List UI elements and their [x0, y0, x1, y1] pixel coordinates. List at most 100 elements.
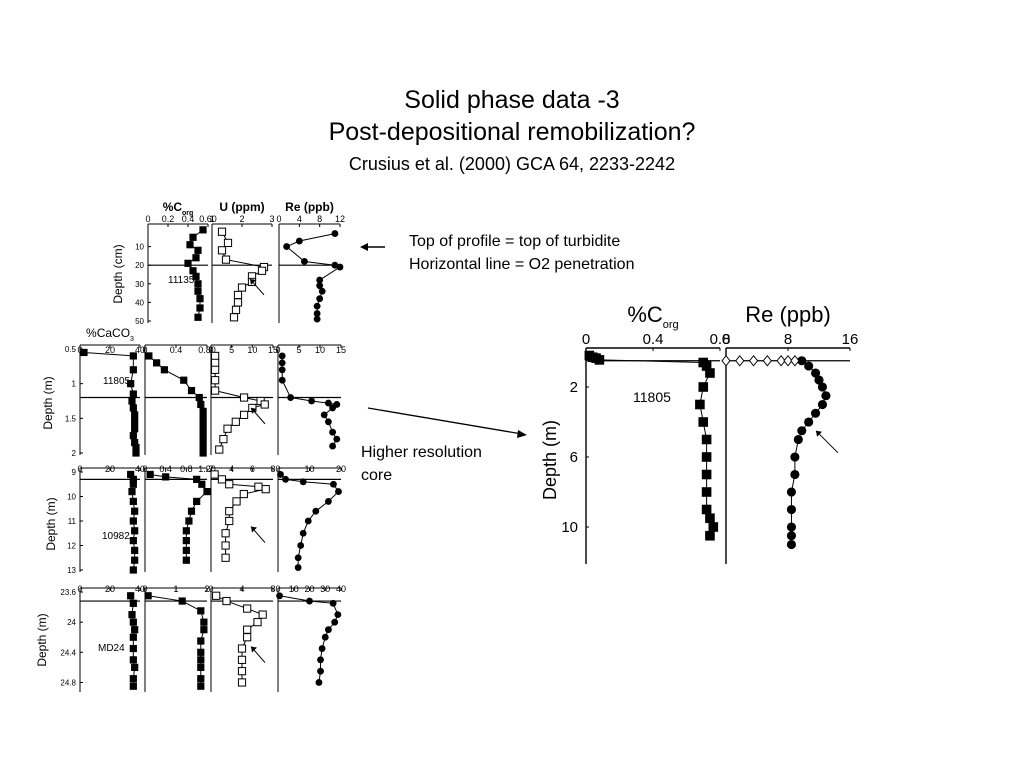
- profile-line: [148, 595, 205, 687]
- data-point: [313, 302, 321, 310]
- data-point: [182, 537, 190, 545]
- data-point: [129, 633, 137, 641]
- data-point: [294, 564, 302, 571]
- y-tick-label: 6: [570, 449, 578, 466]
- data-point: [317, 656, 324, 664]
- data-point: [790, 354, 800, 367]
- data-point: [324, 418, 332, 426]
- data-point: [129, 497, 137, 505]
- data-point: [762, 354, 772, 367]
- data-point: [701, 434, 712, 445]
- data-point: [178, 597, 186, 605]
- data-point: [257, 266, 267, 275]
- data-point: [313, 310, 321, 317]
- data-point: [200, 618, 208, 626]
- slide-subtitle: Post-depositional remobilization?: [328, 118, 696, 146]
- data-point: [698, 382, 709, 392]
- data-point: [145, 352, 153, 360]
- data-point: [260, 400, 269, 409]
- panel-header: Re (ppb): [285, 200, 334, 214]
- data-point: [153, 359, 161, 367]
- data-point: [217, 475, 227, 484]
- profile-line: [589, 355, 714, 536]
- panel-header: %CaCO3: [86, 326, 134, 343]
- data-point: [131, 546, 139, 554]
- x-tick-label: 0.2: [162, 214, 175, 224]
- data-point: [278, 376, 286, 384]
- core-label: 11805: [633, 389, 671, 405]
- profile-line: [285, 233, 342, 320]
- x-tick-label: 15: [268, 345, 278, 355]
- data-point: [231, 305, 241, 314]
- y-tick-label: 10: [135, 243, 144, 252]
- y-axis-label: Depth (cm): [111, 244, 125, 303]
- data-point: [211, 358, 220, 367]
- x-tick-label: 10: [315, 345, 325, 355]
- data-point: [196, 295, 204, 303]
- turbidite-note: Top of profile = top of turbidite Horizo…: [409, 230, 634, 276]
- data-point: [129, 675, 137, 683]
- profile-line: [148, 355, 204, 453]
- data-point: [237, 667, 247, 676]
- core-label: 11135: [168, 275, 195, 286]
- data-point: [219, 435, 228, 444]
- data-point: [195, 393, 203, 402]
- x-tick-label: 0.80: [198, 345, 216, 355]
- data-point: [197, 663, 205, 671]
- x-tick-label: 2: [239, 214, 244, 224]
- x-tick-label: 0: [77, 345, 82, 355]
- data-point: [705, 530, 715, 541]
- data-point: [199, 435, 207, 443]
- data-point: [197, 607, 205, 615]
- data-point: [295, 237, 303, 245]
- data-point: [797, 426, 807, 436]
- data-point: [814, 375, 824, 385]
- data-point: [695, 399, 705, 410]
- x-tick-label: 0.60: [199, 214, 217, 224]
- y-tick-label: 20: [135, 261, 144, 270]
- data-point: [297, 542, 305, 549]
- data-point: [243, 604, 252, 613]
- resolution-note: Higher resolution core: [361, 441, 482, 487]
- data-point: [129, 475, 137, 483]
- y-tick-label: 23.6: [60, 588, 76, 597]
- data-point: [184, 259, 192, 267]
- x-tick-label: 1: [209, 214, 214, 224]
- data-point: [215, 445, 224, 454]
- higher-resolution-arrow: [367, 407, 523, 435]
- y-axis-label: Depth (m): [44, 497, 58, 550]
- data-point: [129, 599, 137, 607]
- panel-header: Re (ppb): [745, 302, 831, 327]
- panel--c: 00.40.81.20: [142, 464, 216, 572]
- y-tick-label: 40: [135, 298, 144, 307]
- data-point: [199, 428, 207, 436]
- data-point: [748, 354, 759, 367]
- y-tick-label: 13: [67, 566, 76, 575]
- data-point: [698, 417, 709, 427]
- data-point: [315, 679, 323, 686]
- data-point: [324, 497, 332, 505]
- data-point: [146, 470, 154, 479]
- data-point: [225, 516, 234, 526]
- data-point: [261, 485, 270, 494]
- data-point: [203, 488, 211, 496]
- x-tick-label: 40: [135, 345, 145, 355]
- data-point: [129, 432, 137, 440]
- panel--c: 012: [142, 584, 210, 692]
- y-tick-label: 1.5: [65, 414, 77, 423]
- data-point: [129, 480, 137, 488]
- y-tick-label: 2: [570, 379, 578, 396]
- y-tick-label: 24.8: [60, 678, 76, 687]
- x-tick-label: 5: [296, 345, 301, 355]
- data-point: [786, 487, 797, 497]
- data-point: [221, 529, 230, 538]
- data-point: [211, 365, 220, 374]
- data-point: [131, 507, 139, 515]
